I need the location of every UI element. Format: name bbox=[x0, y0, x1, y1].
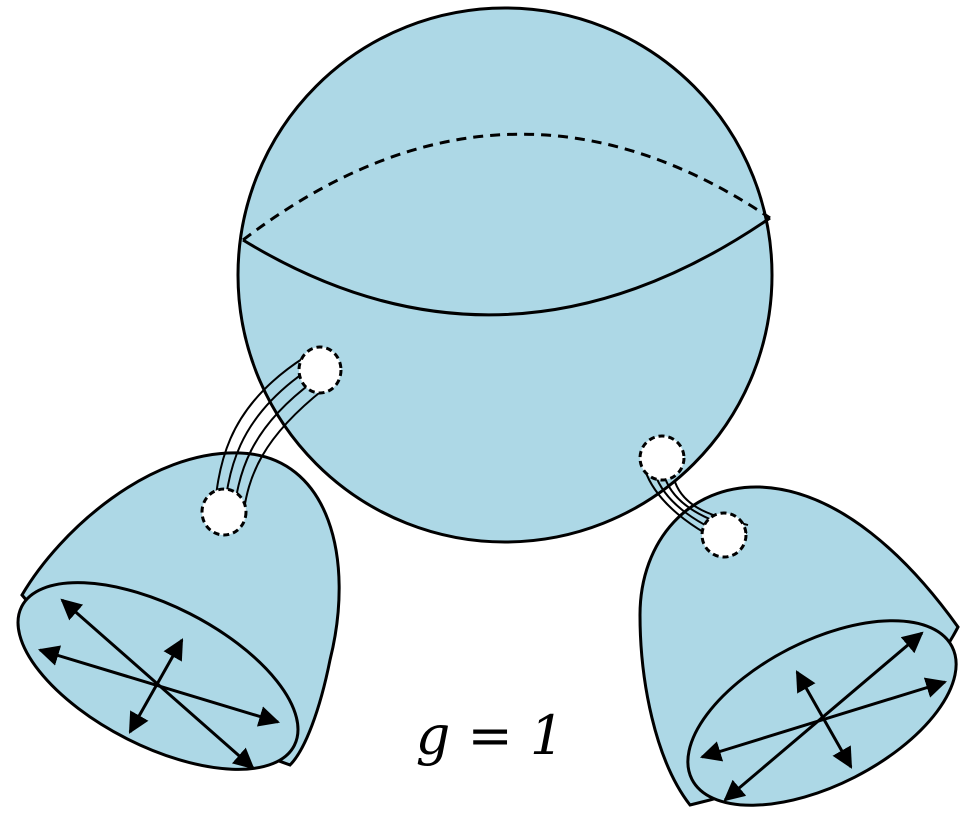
right-arrow-3 bbox=[795, 670, 853, 769]
right-tube-hole-bottom bbox=[700, 511, 748, 559]
sphere-equator-back bbox=[242, 132, 771, 242]
right-tube bbox=[638, 434, 749, 559]
genus-formula: g = 1 bbox=[415, 703, 565, 767]
left-tube bbox=[200, 345, 343, 537]
left-bowl bbox=[16, 451, 341, 771]
left-arrow-3 bbox=[128, 638, 184, 734]
right-bowl bbox=[638, 485, 960, 807]
left-tube-hole-top bbox=[297, 345, 343, 395]
right-tube-hole-top bbox=[638, 434, 686, 482]
sphere-equator-front bbox=[242, 216, 771, 317]
sphere bbox=[236, 6, 774, 544]
left-tube-hole-bottom bbox=[200, 487, 248, 537]
